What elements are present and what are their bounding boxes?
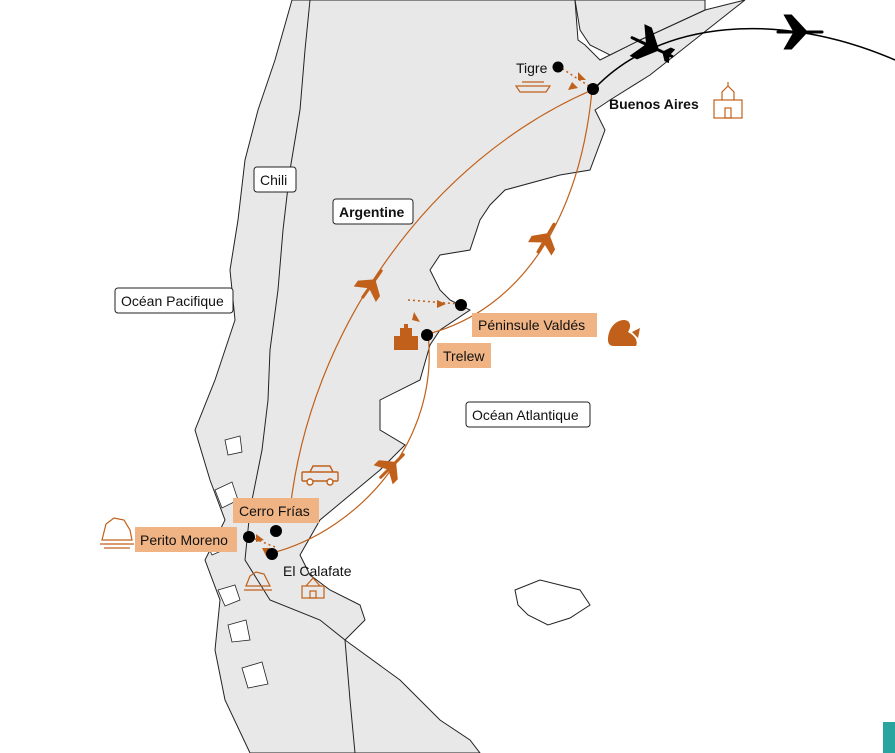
boat-icon bbox=[514, 81, 552, 93]
label-tigre: Tigre bbox=[516, 60, 548, 76]
label-peninsule-valdes: Péninsule Valdés bbox=[478, 317, 585, 333]
label-ocean-atlantique: Océan Atlantique bbox=[472, 407, 579, 423]
plane-icon bbox=[776, 14, 824, 50]
label-box-chili bbox=[253, 166, 297, 193]
international-flight-route bbox=[594, 27, 895, 89]
label-perito-moreno: Perito Moreno bbox=[140, 532, 228, 548]
label-buenos-aires: Buenos Aires bbox=[609, 96, 699, 112]
brand-logo-icon bbox=[883, 722, 895, 753]
land-uruguay bbox=[574, 0, 706, 56]
border-chile-argentina bbox=[244, 0, 356, 753]
stop-trelew bbox=[421, 329, 433, 341]
observatory-icon bbox=[394, 324, 418, 350]
falkland-islands bbox=[514, 579, 591, 626]
label-bg-cerro-frias bbox=[233, 498, 319, 523]
label-cerro-frias: Cerro Frías bbox=[239, 503, 310, 519]
stop-peninsule-valdes bbox=[455, 299, 467, 311]
chile-islands bbox=[204, 435, 269, 689]
plane-icon bbox=[528, 222, 556, 256]
label-box-ocean-atlantique bbox=[465, 401, 591, 428]
label-argentine: Argentine bbox=[339, 204, 405, 220]
stop-tigre bbox=[552, 61, 564, 73]
route-tigre-buenos-aires bbox=[557, 65, 593, 89]
stop-buenos-aires bbox=[587, 83, 599, 95]
label-bg-perito-moreno bbox=[135, 527, 237, 552]
glacier-icon bbox=[244, 571, 272, 591]
label-el-calafate: El Calafate bbox=[283, 563, 352, 579]
stop-cerro-frias bbox=[270, 525, 282, 537]
route-buenos-aires-trelew bbox=[427, 89, 593, 335]
route-trelew-valdes bbox=[407, 299, 461, 305]
label-box-ocean-pacifique bbox=[114, 287, 234, 314]
stop-dots bbox=[243, 61, 599, 560]
plane-icon bbox=[629, 24, 676, 64]
land-south-america bbox=[194, 0, 746, 753]
route-buenos-aires-cerro-frias bbox=[289, 89, 593, 511]
label-box-argentine bbox=[332, 198, 414, 225]
stop-perito-moreno bbox=[243, 531, 255, 543]
church-icon bbox=[301, 577, 325, 599]
route-arrows bbox=[256, 72, 586, 556]
label-bg-peninsule-valdes bbox=[472, 313, 597, 337]
label-bg-trelew bbox=[437, 343, 491, 368]
seal-icon bbox=[608, 320, 640, 346]
plane-icon bbox=[353, 269, 383, 303]
stop-el-calafate bbox=[266, 548, 278, 560]
church-icon bbox=[713, 82, 743, 119]
glacier-icon bbox=[100, 517, 134, 549]
plane-icon bbox=[373, 453, 405, 485]
label-trelew: Trelew bbox=[443, 348, 485, 364]
route-trelew-el-calafate bbox=[271, 333, 430, 554]
label-ocean-pacifique: Océan Pacifique bbox=[121, 293, 224, 309]
label-chili: Chili bbox=[260, 172, 287, 188]
jeep-icon bbox=[301, 465, 339, 486]
